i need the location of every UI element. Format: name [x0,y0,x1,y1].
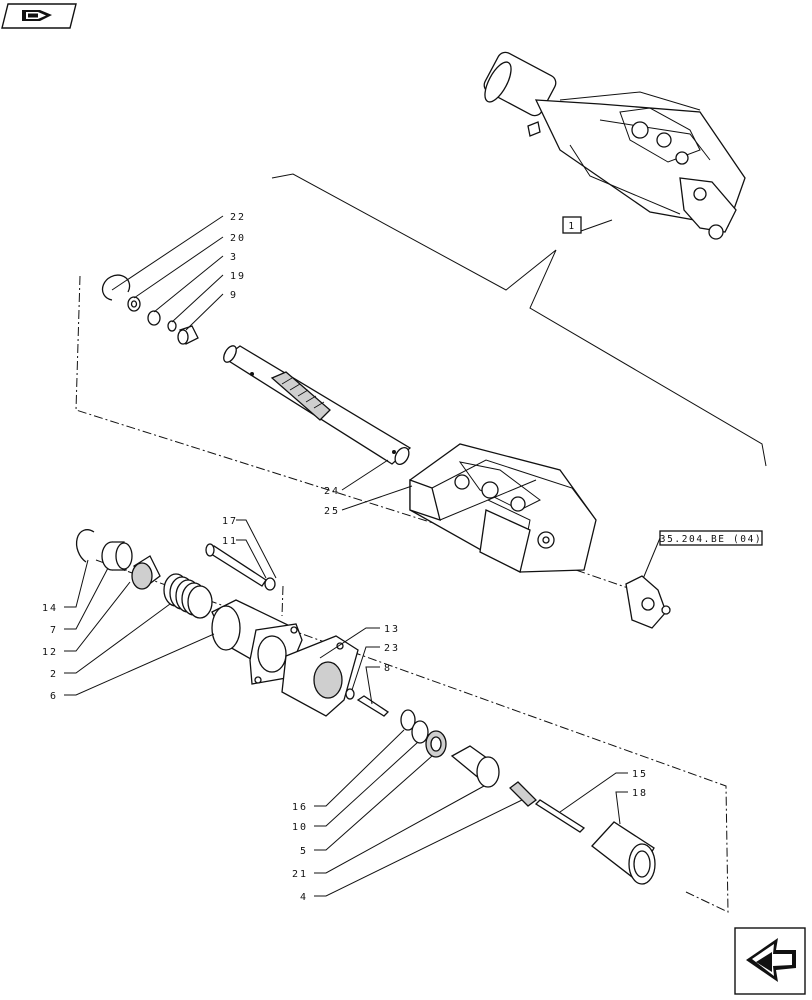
leader-lines [64,215,628,897]
callout-25: 25 [324,506,340,517]
valve-assembly-overview [483,51,746,240]
callout-21: 21 [292,869,308,880]
prev-page-hand-icon[interactable] [1,3,77,29]
callout-19: 19 [230,271,246,282]
callout-13: 13 [384,624,400,635]
parts-lower-assembly [75,529,656,885]
callout-labels: 22 20 3 19 9 24 25 17 11 14 7 12 2 6 13 … [42,212,648,903]
callout-18: 18 [632,788,648,799]
callout-16: 16 [292,802,308,813]
callout-15: 15 [632,769,648,780]
callout-8: 8 [384,663,392,674]
callout-11: 11 [222,536,238,547]
callout-5: 5 [300,846,308,857]
callout-7: 7 [50,625,58,636]
valve-section-body [409,443,597,573]
callout-4: 4 [300,892,308,903]
svg-text:1: 1 [568,221,575,232]
callout-6: 6 [50,691,58,702]
callout-12: 12 [42,647,58,658]
callout-22: 22 [230,212,246,223]
callout-24: 24 [324,486,340,497]
callout-2: 2 [50,669,58,680]
callout-10: 10 [292,822,308,833]
callout-9: 9 [230,290,238,301]
axis-line-lower [95,559,729,913]
callout-23: 23 [384,643,400,654]
callout-14: 14 [42,603,58,614]
next-page-arrow-icon[interactable] [734,927,806,995]
axis-line-bolt [281,585,284,617]
assembly-reference: 1 [271,173,767,467]
callout-20: 20 [230,233,246,244]
callout-17: 17 [222,516,238,527]
callout-3: 3 [230,252,238,263]
svg-text:35.204.BE (04): 35.204.BE (04) [660,534,762,545]
see-reference-callout: 35.204.BE (04) [625,530,763,629]
parts-upper-spool [101,274,412,466]
